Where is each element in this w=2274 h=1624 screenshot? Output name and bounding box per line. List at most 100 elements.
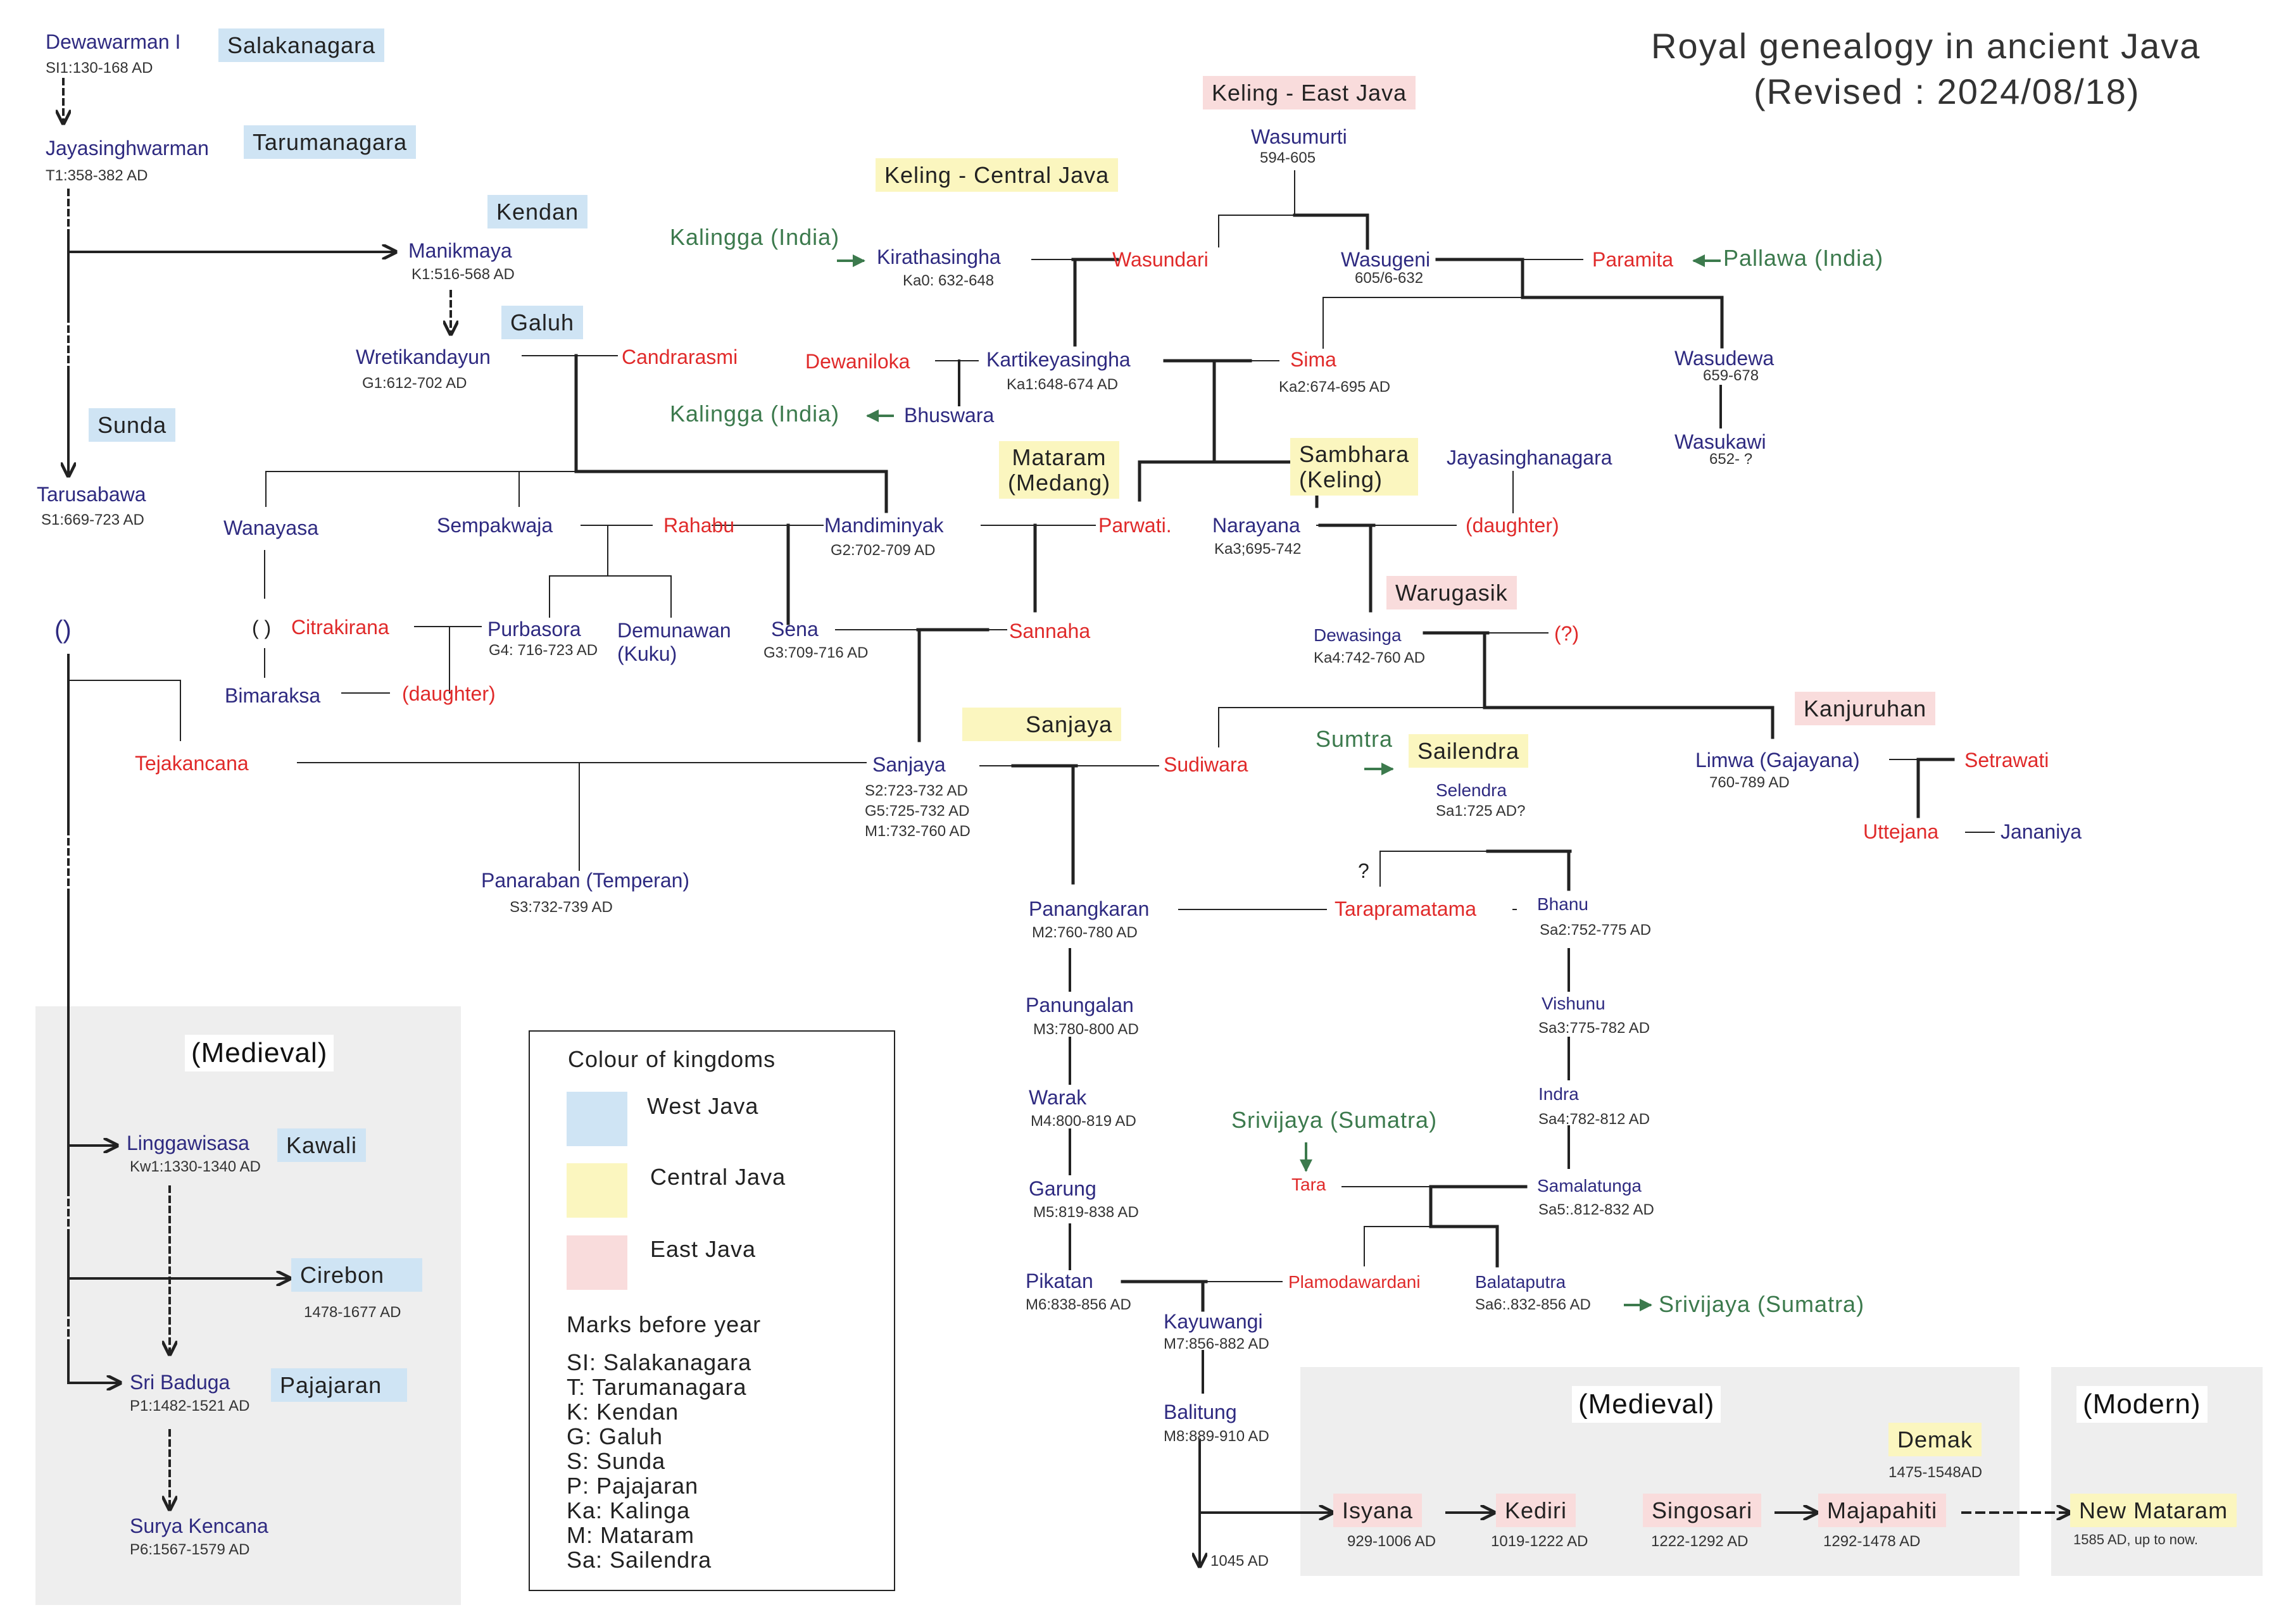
date-samalatunga: Sa5:.812-832 AD — [1538, 1201, 1654, 1218]
person-setrawati: Setrawati — [1964, 749, 2049, 771]
legend-mark-p: P: Pajajaran — [567, 1473, 699, 1499]
person-sudiwara: Sudiwara — [1164, 753, 1248, 776]
date-kartikeyasingha: Ka1:648-674 AD — [1007, 376, 1119, 393]
person-sanjaya: Sanjaya — [872, 753, 946, 776]
person-limwa: Limwa (Gajayana) — [1695, 749, 1860, 771]
date-sribaduga: P1:1482-1521 AD — [130, 1397, 250, 1415]
kingdom-singosari: Singosari — [1643, 1494, 1762, 1528]
tag-keling-east: Keling - East Java — [1203, 76, 1416, 110]
legend-mark-sa: Sa: Sailendra — [567, 1547, 712, 1573]
person-mandiminyak: Mandiminyak — [824, 514, 944, 537]
person-bimaraksa: Bimaraksa — [225, 684, 321, 707]
date-manikmaya: K1:516-568 AD — [411, 266, 515, 283]
person-garung: Garung — [1029, 1177, 1096, 1200]
legend-mark-t: T: Tarumanagara — [567, 1374, 747, 1400]
date-narayana: Ka3;695-742 — [1214, 540, 1302, 558]
person-wasumurti: Wasumurti — [1251, 125, 1347, 148]
person-wasundari: Wasundari — [1112, 248, 1209, 271]
tag-tarumanagara: Tarumanagara — [244, 125, 417, 159]
person-citrakirana: Citrakirana — [291, 616, 389, 639]
date-1045: 1045 AD — [1210, 1552, 1269, 1570]
kingdom-kediri: Kediri — [1496, 1494, 1576, 1528]
person-paren-wanayasa: ( ) — [252, 616, 272, 639]
label-medieval-east: (Medieval) — [1572, 1386, 1721, 1423]
foreign-sumtra: Sumtra — [1316, 726, 1393, 752]
person-sena: Sena — [771, 618, 819, 640]
person-vishunu: Vishunu — [1542, 994, 1605, 1013]
tag-kendan: Kendan — [487, 195, 588, 229]
person-wasudewa: Wasudewa — [1674, 347, 1775, 370]
person-sempakwaja: Sempakwaja — [437, 514, 553, 537]
person-sannaha: Sannaha — [1009, 620, 1091, 642]
person-demunawan-line2: (Kuku) — [617, 642, 677, 665]
person-kartikeyasingha: Kartikeyasingha — [986, 348, 1131, 371]
date-kirathasingha: Ka0: 632-648 — [903, 272, 995, 289]
tag-sambhara-line2: (Keling) — [1299, 466, 1383, 492]
kingdom-isyana: Isyana — [1333, 1494, 1423, 1528]
date-sanjaya-3: M1:732-760 AD — [865, 823, 971, 840]
person-dewawarman: Dewawarman I — [46, 30, 181, 53]
date-warak: M4:800-819 AD — [1031, 1113, 1136, 1130]
date-tarusabawa: S1:669-723 AD — [41, 511, 144, 528]
legend-mark-ka: Ka: Kalinga — [567, 1497, 691, 1523]
swatch-east-java — [567, 1235, 627, 1290]
person-unknown: (?) — [1554, 622, 1580, 645]
tag-sambhara-line1: Sambhara — [1299, 441, 1410, 467]
date-kayuwangi: M7:856-882 AD — [1164, 1335, 1269, 1352]
tag-sailendra: Sailendra — [1409, 734, 1529, 768]
tag-mataram: Mataram(Medang) — [999, 441, 1120, 499]
person-tejakancana: Tejakancana — [135, 752, 249, 775]
date-sanjaya-1: S2:723-732 AD — [865, 782, 968, 799]
person-wasugeni: Wasugeni — [1341, 248, 1431, 271]
date-wasudewa: 659-678 — [1703, 367, 1759, 384]
date-sima: Ka2:674-695 AD — [1279, 378, 1391, 396]
tag-galuh: Galuh — [501, 306, 584, 340]
person-wretikandayun: Wretikandayun — [356, 346, 491, 368]
date-mandiminyak: G2:702-709 AD — [831, 542, 936, 559]
person-uttejana: Uttejana — [1863, 820, 1939, 843]
date-suryakencana: P6:1567-1579 AD — [130, 1541, 250, 1558]
person-wanayasa: Wanayasa — [223, 516, 318, 539]
legend-mark-g: G: Galuh — [567, 1423, 663, 1449]
date-vishunu: Sa3:775-782 AD — [1538, 1020, 1650, 1037]
person-balataputra: Balataputra — [1475, 1272, 1566, 1292]
person-paren-sunda: () — [54, 616, 72, 644]
foreign-kalingga-1: Kalingga (India) — [670, 224, 840, 250]
tag-warugasik: Warugasik — [1386, 576, 1517, 610]
label-modern: (Modern) — [2076, 1386, 2208, 1423]
tag-pajajaran: Pajajaran — [271, 1368, 408, 1402]
date-pikatan: M6:838-856 AD — [1026, 1296, 1131, 1313]
date-wretikandayun: G1:612-702 AD — [362, 375, 467, 392]
tag-kanjuruhan: Kanjuruhan — [1795, 692, 1936, 726]
person-sribaduga: Sri Baduga — [130, 1371, 230, 1394]
legend-title: Colour of kingdoms — [568, 1046, 776, 1072]
kingdom-majapahiti: Majapahiti — [1818, 1494, 1947, 1528]
person-plamodawardani: Plamodawardani — [1288, 1272, 1421, 1292]
tag-sanjaya: Sanjaya — [962, 708, 1122, 742]
medieval-west-panel — [35, 1006, 461, 1605]
date-demak: 1475-1548AD — [1888, 1464, 1983, 1481]
person-suryakencana: Surya Kencana — [130, 1515, 268, 1537]
date-singosari: 1222-1292 AD — [1651, 1533, 1749, 1550]
date-purbasora: G4: 716-723 AD — [489, 642, 598, 659]
legend-central-java: Central Java — [650, 1164, 786, 1190]
tag-cirebon: Cirebon — [291, 1258, 423, 1292]
legend-mark-sl: SI: Salakanagara — [567, 1349, 752, 1375]
person-panaraban: Panaraban (Temperan) — [481, 869, 690, 892]
date-bhanu: Sa2:752-775 AD — [1540, 921, 1652, 939]
tag-kawali: Kawali — [277, 1128, 367, 1163]
label-medieval-west: (Medieval) — [185, 1035, 334, 1071]
person-manikmaya: Manikmaya — [408, 239, 512, 262]
person-jayasinghwarman: Jayasinghwarman — [46, 137, 209, 159]
tag-mataram-line2: (Medang) — [1008, 469, 1111, 496]
date-indra: Sa4:782-812 AD — [1538, 1111, 1650, 1128]
date-kediri: 1019-1222 AD — [1491, 1533, 1588, 1550]
person-pikatan: Pikatan — [1026, 1270, 1093, 1292]
date-sanjaya-2: G5:725-732 AD — [865, 803, 970, 820]
date-dewasinga: Ka4:742-760 AD — [1314, 649, 1426, 666]
person-tara: Tara — [1291, 1175, 1326, 1194]
person-rahabu: Rahabu — [663, 514, 735, 537]
date-new-mataram: 1585 AD, up to now. — [2073, 1532, 2198, 1547]
